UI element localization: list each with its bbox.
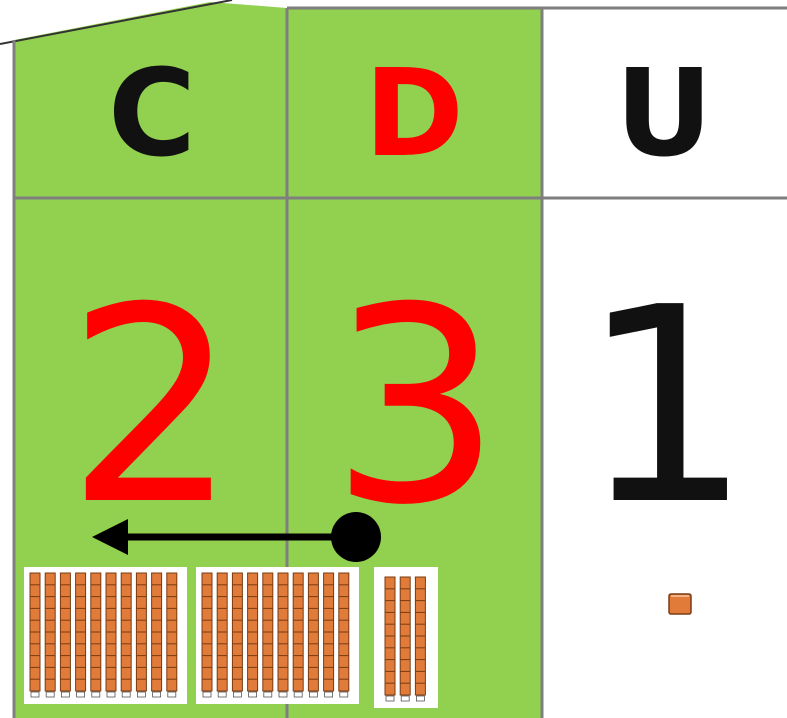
header-hundreds: C bbox=[108, 45, 196, 184]
ten-rod bbox=[60, 573, 70, 697]
ten-rod bbox=[308, 573, 318, 697]
ten-rod bbox=[45, 573, 55, 697]
header-units: U bbox=[615, 45, 712, 184]
ten-rod bbox=[152, 573, 162, 697]
block-group-hundred-1 bbox=[24, 567, 187, 704]
unit-cube bbox=[669, 594, 691, 614]
ten-rod bbox=[339, 573, 349, 697]
ten-rod bbox=[263, 573, 273, 697]
ten-rod bbox=[76, 573, 86, 697]
ten-rod bbox=[232, 573, 242, 697]
ten-rod bbox=[415, 577, 425, 701]
ten-rod bbox=[121, 573, 131, 697]
digit-hundreds: 2 bbox=[66, 249, 238, 564]
ten-rod bbox=[278, 573, 288, 697]
ten-rod bbox=[167, 573, 177, 697]
ten-rod bbox=[293, 573, 303, 697]
header-tens: D bbox=[364, 45, 464, 184]
ten-rod bbox=[30, 573, 40, 697]
ten-rod bbox=[324, 573, 334, 697]
ten-rod bbox=[91, 573, 101, 697]
block-group-hundred-2 bbox=[196, 567, 359, 704]
ten-rod bbox=[202, 573, 212, 697]
ten-rod bbox=[106, 573, 116, 697]
block-group-tens bbox=[374, 567, 438, 708]
ten-rod bbox=[217, 573, 227, 697]
ten-rod bbox=[248, 573, 258, 697]
ten-rod bbox=[136, 573, 146, 697]
digit-units: 1 bbox=[580, 249, 752, 564]
ten-rod bbox=[400, 577, 410, 701]
ten-rod bbox=[385, 577, 395, 701]
